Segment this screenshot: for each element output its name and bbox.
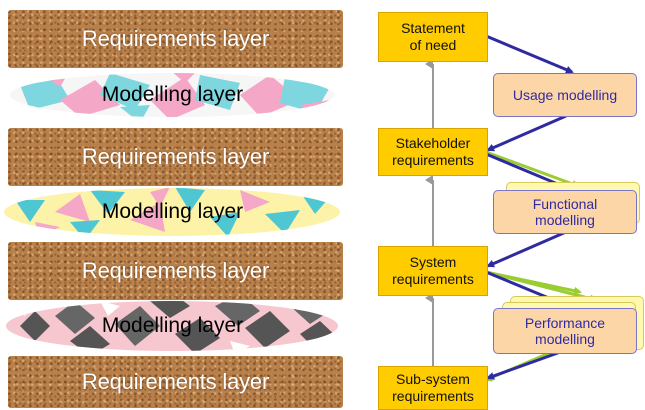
modelling-layer-2: Modelling layer	[0, 182, 345, 242]
green-arrow	[485, 150, 580, 188]
requirements-layer-1: Requirements layer	[8, 10, 343, 68]
performance-modelling-box: Performance modelling	[493, 308, 637, 354]
down-arrow	[486, 348, 567, 380]
requirements-layer-3: Requirements layer	[8, 242, 343, 300]
down-arrow	[485, 34, 574, 74]
stakeholder-requirements-box: Stakeholder requirements	[378, 128, 488, 176]
sub-system-requirements-box: Sub-system requirements	[378, 366, 488, 410]
requirements-layer-label: Requirements layer	[81, 369, 270, 394]
usage-modelling-box: Usage modelling	[493, 73, 637, 117]
statement-of-need-box: Statement of need	[378, 12, 488, 62]
modelling-layer-label: Modelling layer	[101, 83, 244, 106]
functional-modelling-box: Functional modelling	[493, 190, 637, 234]
modelling-pattern-yellow-triangles	[4, 188, 340, 236]
green-arrow	[485, 270, 598, 303]
system-requirements-box: System requirements	[378, 246, 488, 296]
modelling-pattern-pink-cyan	[10, 73, 334, 117]
modelling-layer-label: Modelling layer	[101, 314, 244, 337]
modelling-layer-3: Modelling layer	[0, 296, 345, 356]
modelling-layer-1: Modelling layer	[0, 65, 345, 125]
down-arrow	[486, 230, 567, 268]
requirements-layer-2: Requirements layer	[8, 128, 343, 186]
requirements-layer-label: Requirements layer	[81, 144, 270, 169]
modelling-layer-label: Modelling layer	[101, 200, 244, 223]
requirements-layer-label: Requirements layer	[81, 258, 270, 283]
modelling-pattern-pink-diamonds	[6, 301, 338, 351]
requirements-layer-label: Requirements layer	[81, 26, 270, 51]
requirements-layer-4: Requirements layer	[8, 356, 343, 408]
down-arrow	[486, 114, 567, 152]
